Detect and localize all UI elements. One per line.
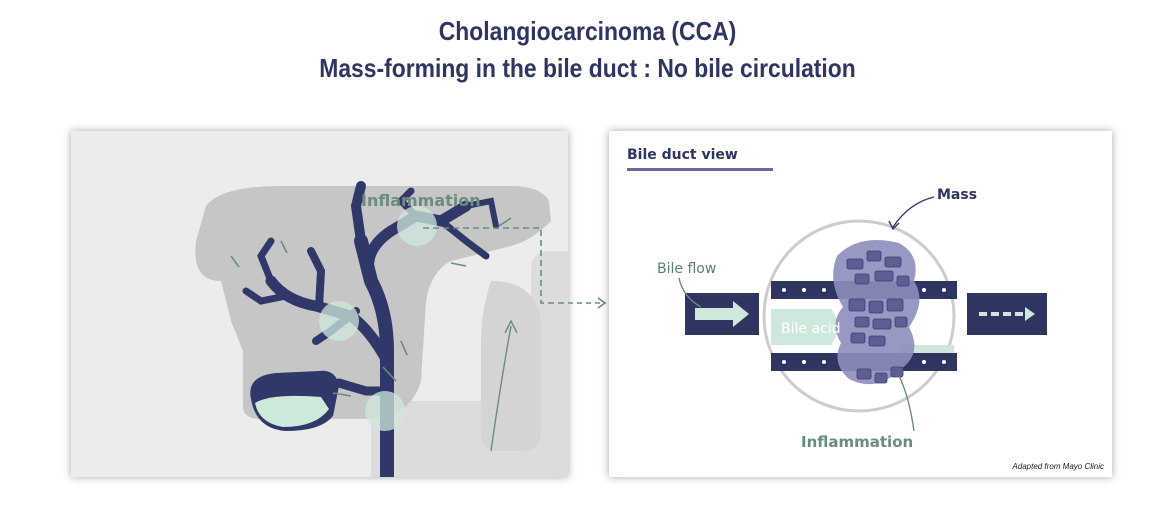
page-title: Cholangiocarcinoma (CCA) <box>438 16 737 46</box>
liver-illustration: Inflammation <box>195 181 568 477</box>
inflammation-spot <box>365 391 405 431</box>
panel-heading: Bile duct view <box>627 147 738 163</box>
bile-flow-arrow <box>695 301 749 327</box>
bile-duct-view-panel: Bile duct view <box>609 131 1112 477</box>
inflammation-spot <box>397 206 437 246</box>
bile-direction-arrows <box>230 217 518 452</box>
inflammation-label: Inflammation <box>361 191 481 210</box>
heading-underline <box>627 168 773 171</box>
inflammation-label: Inflammation <box>801 433 913 451</box>
mass-pointer <box>892 196 935 228</box>
inflammation-spot <box>319 301 359 341</box>
page-subtitle: Mass-forming in the bile duct : No bile … <box>319 53 856 83</box>
mass-label: Mass <box>937 187 977 203</box>
bile-acid-label: Bile acid <box>781 321 841 337</box>
bile-duct-diagram: Bile duct view <box>627 147 1047 451</box>
zoom-connector <box>423 227 568 304</box>
tumor-mass <box>833 239 920 385</box>
gallbladder-bile <box>255 395 329 427</box>
bile-flow-pointer <box>678 277 702 308</box>
blocked-flow-arrow <box>979 307 1035 321</box>
liver-illustration-panel: Inflammation <box>71 131 568 477</box>
stomach-shape <box>481 281 541 451</box>
source-credit: Adapted from Mayo Clinic <box>1012 462 1104 471</box>
inflammation-pointer <box>898 375 915 432</box>
zoom-arrow <box>568 297 607 309</box>
mass-pointer-head <box>888 220 900 231</box>
bile-flow-label: Bile flow <box>657 261 716 277</box>
